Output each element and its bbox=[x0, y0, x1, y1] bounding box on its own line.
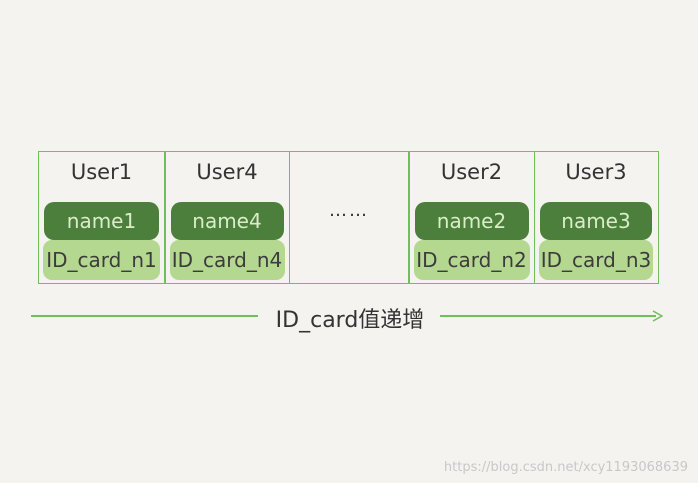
record-row: User1 name1 ID_card_n1 User4 name4 ID_ca… bbox=[38, 151, 659, 284]
cell-divider bbox=[533, 152, 535, 283]
arrow-label: ID_card值递增 bbox=[275, 308, 425, 333]
ellipsis-text: …… bbox=[329, 200, 369, 221]
id-card-field: ID_card_n4 bbox=[169, 240, 285, 280]
name-field: name1 bbox=[44, 202, 159, 240]
record-cell-user1: User1 name1 ID_card_n1 bbox=[39, 152, 164, 283]
cell-divider bbox=[408, 152, 410, 283]
user-label: User2 bbox=[440, 160, 503, 184]
user-label: User4 bbox=[196, 160, 258, 184]
arrow-line bbox=[31, 315, 258, 317]
ellipsis-cell: …… bbox=[290, 152, 408, 283]
watermark: https://blog.csdn.net/xcy1193068639 bbox=[443, 460, 688, 475]
record-cell-user3: User3 name3 ID_card_n3 bbox=[535, 152, 657, 283]
user-label: User1 bbox=[70, 160, 133, 184]
id-card-field: ID_card_n2 bbox=[413, 240, 530, 280]
name-field: name2 bbox=[414, 202, 529, 240]
name-field: name3 bbox=[540, 202, 652, 240]
id-card-field: ID_card_n3 bbox=[539, 240, 653, 280]
user-label: User3 bbox=[565, 160, 627, 184]
record-cell-user2: User2 name2 ID_card_n2 bbox=[410, 152, 534, 283]
record-cell-user4: User4 name4 ID_card_n4 bbox=[166, 152, 289, 283]
name-field: name4 bbox=[170, 202, 284, 240]
cell-divider bbox=[164, 152, 166, 283]
arrow-head-icon bbox=[652, 310, 663, 322]
cell-divider bbox=[288, 152, 290, 283]
id-card-field: ID_card_n1 bbox=[43, 240, 160, 280]
arrow-line bbox=[440, 315, 656, 317]
